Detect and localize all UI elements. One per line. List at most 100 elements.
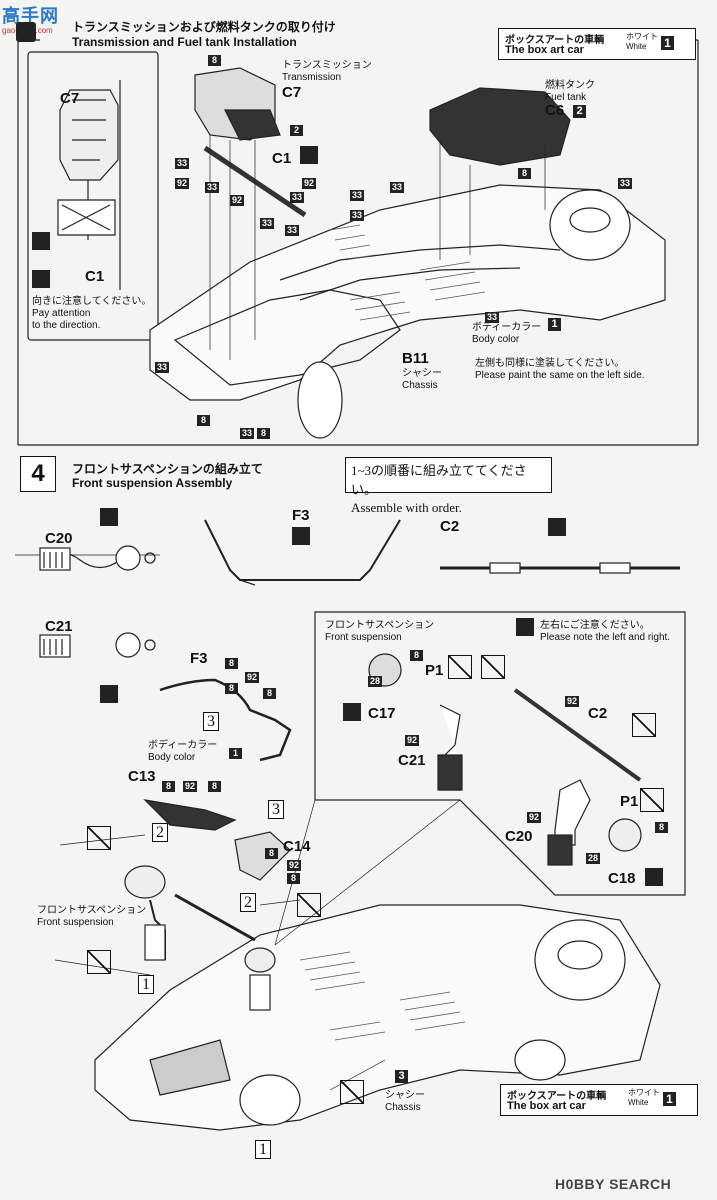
c7-left-label: C7 [60, 90, 80, 107]
body-color2-jp: ボディーカラー [148, 740, 218, 751]
no-paint-icon [481, 655, 505, 679]
front-susp-jp: フロントサスペンション [325, 620, 435, 631]
part-num: 33 [350, 210, 365, 221]
part-num: 33 [618, 178, 633, 189]
chassis-num: 3 [395, 1070, 408, 1083]
body-color-en: Body color [472, 334, 520, 345]
part-num: 8 [162, 781, 175, 792]
step3-title-en: Transmission and Fuel tank Installation [72, 35, 297, 49]
part-num: 92 [565, 696, 580, 707]
assembly-order-note: 1~3の順番に組み立ててください。 Assemble with order. [345, 457, 552, 515]
part-num: 8 [263, 688, 276, 699]
transmission-en: Transmission [282, 72, 342, 83]
body-color-num: 1 [548, 318, 561, 331]
part-num: 33 [205, 182, 220, 193]
box-art-en: The box art car [507, 1100, 586, 1112]
order-marker-3: 3 [268, 800, 284, 819]
paint-icon [292, 527, 310, 545]
order-marker-2: 2 [240, 893, 256, 912]
c21-right-label: C21 [398, 752, 426, 769]
no-paint-icon [632, 713, 656, 737]
box-art-color-jp: ホワイト [628, 1088, 660, 1097]
paint-brush-icon [300, 146, 318, 164]
f3-mid-label: F3 [190, 650, 208, 667]
fuel-tank-jp: 燃料タンク [545, 80, 595, 91]
step3-number-badge [16, 22, 36, 42]
part-num: 33 [350, 190, 365, 201]
c21-left-label: C21 [45, 618, 73, 635]
paint-icon [100, 685, 118, 703]
box-art-en: The box art car [505, 44, 584, 56]
box-art-color-num: 1 [661, 36, 674, 50]
c7-right-label: C7 [282, 84, 302, 101]
caution-icon [516, 618, 534, 636]
c18-label: C18 [608, 870, 636, 887]
box-art-color-jp: ホワイト [626, 32, 658, 41]
c2-right-label: C2 [588, 705, 608, 722]
part-num: 2 [290, 125, 303, 136]
c13-label: C13 [128, 768, 156, 785]
box-art-jp: ボックスアートの車輌 [505, 35, 605, 46]
body-color2-en: Body color [148, 752, 196, 763]
box-art-car-box-top: ボックスアートの車輌 The box art car ホワイト White 1 [498, 28, 696, 60]
p1-a-label: P1 [425, 662, 444, 679]
no-paint-icon [340, 1080, 364, 1104]
c1-top-label: C1 [272, 150, 292, 167]
step4-title-jp: フロントサスペンションの組み立て [72, 462, 263, 476]
c1-left-label: C1 [85, 268, 105, 285]
site-watermark-text: 高手网 [2, 6, 59, 26]
order-jp: 1~3の順番に組み立ててください。 [351, 463, 527, 497]
chassis2-en: Chassis [385, 1102, 421, 1113]
part-num: 33 [285, 225, 300, 236]
step4-number: 4 [20, 456, 56, 492]
no-paint-icon [297, 893, 321, 917]
part-num: 33 [290, 192, 305, 203]
paint-brush-icon [645, 868, 663, 886]
part-num: 33 [155, 362, 170, 373]
paint-icon [100, 508, 118, 526]
part-num: 8 [287, 873, 300, 884]
c14-label: C14 [283, 838, 311, 855]
part-num: 92 [287, 860, 302, 871]
hobbysearch-watermark: H0BBY SEARCH [555, 1176, 672, 1192]
order-marker-1: 1 [138, 975, 154, 994]
part-num: 92 [175, 178, 190, 189]
order-marker-3: 3 [203, 712, 219, 731]
part-num: 33 [260, 218, 275, 229]
no-paint-icon [87, 826, 111, 850]
part-num: 8 [518, 168, 531, 179]
c2-top-label: C2 [440, 518, 460, 535]
front-susp-en: Front suspension [325, 632, 402, 643]
step4-title-en: Front suspension Assembly [72, 476, 233, 490]
part-num: 8 [265, 848, 278, 859]
box-art-color-en: White [628, 1098, 649, 1107]
left-side-en: Please paint the same on the left side. [475, 370, 645, 381]
paint-icon [548, 518, 566, 536]
chassis2-jp: シャシー [385, 1090, 425, 1101]
order-marker-2: 2 [152, 823, 168, 842]
paint-brush-icon [343, 703, 361, 721]
part-num: 28 [368, 676, 383, 687]
box-art-color-en: White [626, 42, 647, 51]
chassis-jp: シャシー [402, 368, 442, 379]
part-num: 8 [208, 55, 221, 66]
part-num: 8 [197, 415, 210, 426]
order-en: Assemble with order. [351, 500, 462, 515]
order-marker-1: 1 [255, 1140, 271, 1159]
part-num: 92 [183, 781, 198, 792]
c20-top-label: C20 [45, 530, 73, 547]
part-num: 8 [655, 822, 668, 833]
c20-right-label: C20 [505, 828, 533, 845]
front-susp2-en: Front suspension [37, 917, 114, 928]
paint-icon [32, 232, 50, 250]
front-susp2-jp: フロントサスペンション [37, 905, 147, 916]
part-num: 8 [257, 428, 270, 439]
no-paint-icon [640, 788, 664, 812]
lr-note-en: Please note the left and right. [540, 632, 671, 643]
body-color-jp: ボディーカラー [472, 322, 542, 333]
part-num: 92 [405, 735, 420, 746]
c17-label: C17 [368, 705, 396, 722]
part-num: 8 [208, 781, 221, 792]
p1-b-label: P1 [620, 793, 639, 810]
